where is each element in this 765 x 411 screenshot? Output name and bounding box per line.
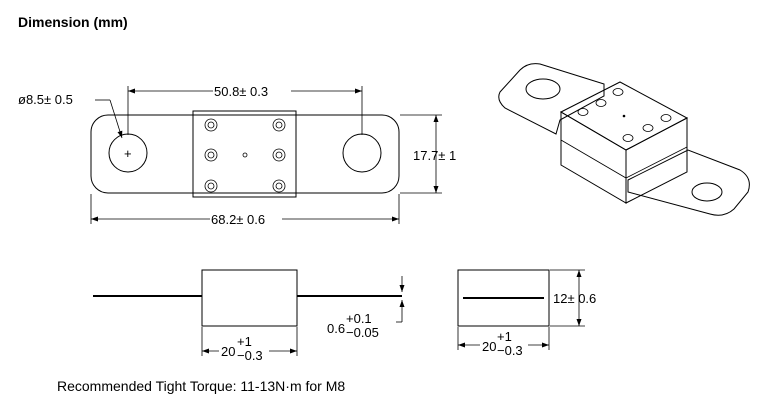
side-width-minus: −0.3 bbox=[497, 343, 523, 358]
front-fuse-body bbox=[201, 269, 298, 327]
diagram-title: Dimension (mm) bbox=[18, 14, 128, 30]
side-width-dimension: 20 +1 −0.3 bbox=[457, 327, 550, 358]
hole-spacing-label: 50.8± 0.3 bbox=[214, 84, 268, 99]
side-height-label: 12± 0.6 bbox=[553, 291, 596, 306]
thickness-base: 0.6 bbox=[327, 321, 345, 336]
screw-heads bbox=[204, 118, 286, 193]
side-width-plus: +1 bbox=[497, 329, 512, 344]
iso-body-left bbox=[560, 111, 627, 204]
overall-length-dimension: 68.2± 0.6 bbox=[90, 194, 400, 227]
fuse-body-top bbox=[192, 110, 297, 198]
iso-front-hole bbox=[691, 182, 723, 202]
iso-back-tab bbox=[498, 63, 605, 135]
terminal-strip-outline bbox=[90, 114, 400, 194]
front-width-plus: +1 bbox=[237, 334, 252, 349]
thickness-dimension: 0.6 +0.1 −0.05 bbox=[327, 276, 405, 340]
iso-front-tab bbox=[627, 149, 750, 216]
top-view: + ø8.5± 0.5 50.8± 0.3 bbox=[18, 84, 456, 227]
isometric-view bbox=[498, 63, 750, 216]
hole-center-mark: + bbox=[124, 146, 132, 161]
iso-screw-holes bbox=[577, 88, 672, 142]
iso-body-seam bbox=[560, 139, 688, 179]
height-label: 17.7± 1 bbox=[413, 148, 456, 163]
iso-back-hole bbox=[525, 78, 561, 100]
side-height-dimension: 12± 0.6 bbox=[550, 269, 596, 327]
front-width-minus: −0.3 bbox=[237, 348, 263, 363]
side-fuse-body bbox=[457, 269, 550, 327]
height-dimension: 17.7± 1 bbox=[400, 114, 456, 194]
hole-diameter-label: ø8.5± 0.5 bbox=[18, 92, 73, 107]
right-mounting-hole bbox=[342, 133, 382, 173]
iso-body-right bbox=[625, 117, 688, 204]
thickness-plus: +0.1 bbox=[346, 311, 372, 326]
front-width-dimension: 20 +1 −0.3 bbox=[201, 327, 298, 363]
front-width-base: 20 bbox=[221, 344, 235, 359]
thickness-minus: −0.05 bbox=[346, 325, 379, 340]
side-view: 12± 0.6 20 +1 −0.3 bbox=[457, 269, 596, 358]
hole-diameter-callout: ø8.5± 0.5 bbox=[18, 92, 123, 139]
hole-spacing-dimension: 50.8± 0.3 bbox=[127, 84, 363, 135]
overall-length-label: 68.2± 0.6 bbox=[211, 212, 265, 227]
torque-caption: Recommended Tight Torque: 11-13N·m for M… bbox=[57, 378, 346, 394]
front-view: 0.6 +0.1 −0.05 20 +1 −0.3 bbox=[93, 269, 405, 363]
side-width-base: 20 bbox=[482, 339, 496, 354]
